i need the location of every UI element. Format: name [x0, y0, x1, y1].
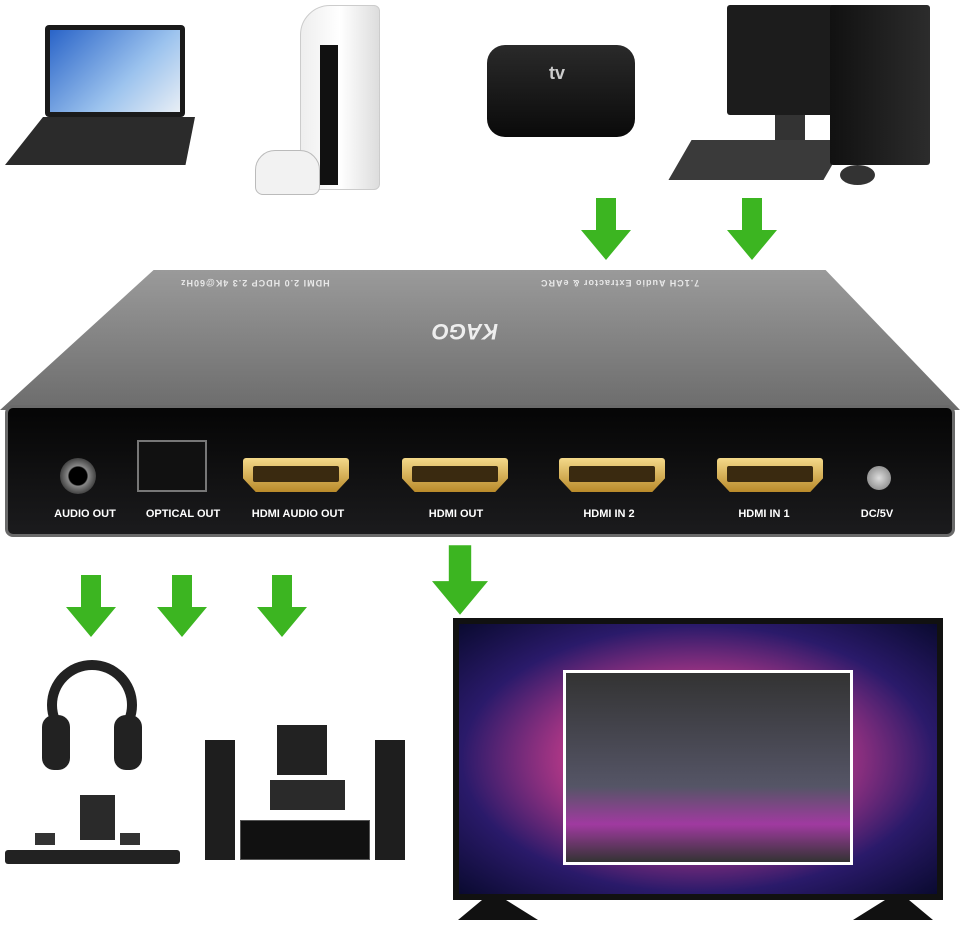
port-label: AUDIO OUT — [54, 508, 116, 520]
arrow-down-icon — [581, 198, 631, 260]
game-console — [250, 5, 390, 195]
arrow-down-icon — [432, 545, 488, 615]
port-label: DC/5V — [860, 508, 894, 520]
laptop — [5, 25, 205, 175]
arrow-down-icon — [727, 198, 777, 260]
brand-logo: KAGO — [432, 319, 498, 344]
hdmi-audio-out-port — [243, 458, 349, 492]
port-label: HDMI IN 2 — [583, 508, 635, 520]
television — [453, 618, 943, 923]
arrow-down-icon — [257, 575, 307, 637]
spec-text: HDMI 2.0 HDCP 2.3 4K@60Hz — [180, 278, 330, 288]
hdmi-out-port — [402, 458, 508, 492]
audio-out-jack — [60, 458, 96, 494]
apple-tv: tv — [487, 45, 635, 137]
product-title-text: 7.1CH Audio Extractor & eARC — [540, 278, 700, 288]
desktop-pc — [668, 0, 960, 195]
audio-extractor-top: HDMI 2.0 HDCP 2.3 4K@60Hz 7.1CH Audio Ex… — [0, 270, 960, 410]
arrow-down-icon — [157, 575, 207, 637]
hdmi-in-2-port — [559, 458, 665, 492]
port-label: HDMI AUDIO OUT — [251, 508, 345, 520]
port-label: HDMI OUT — [428, 508, 484, 520]
port-label: OPTICAL OUT — [145, 508, 221, 520]
apple-tv-logo: tv — [549, 63, 566, 83]
butterfly-image — [563, 670, 853, 865]
dc-power-jack — [867, 466, 891, 490]
headphones — [42, 660, 142, 770]
home-theater-system — [205, 725, 405, 865]
soundbar — [5, 795, 180, 865]
arrow-down-icon — [66, 575, 116, 637]
hdmi-in-1-port — [717, 458, 823, 492]
optical-out-port — [137, 440, 207, 492]
port-label: HDMI IN 1 — [738, 508, 790, 520]
